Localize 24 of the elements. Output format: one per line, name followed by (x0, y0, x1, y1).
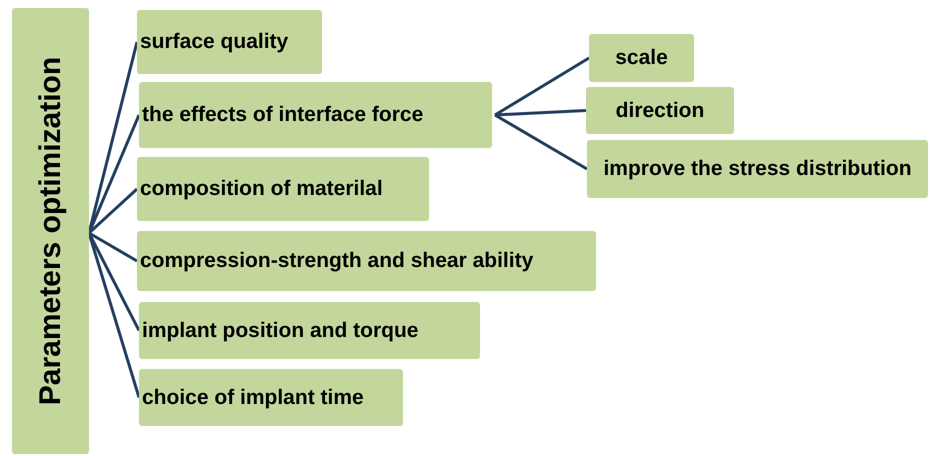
topic-box (137, 10, 322, 74)
topic-box (586, 87, 734, 134)
root-label: Parameters optimization (34, 56, 68, 408)
topic-label: implant position and torque (142, 318, 418, 344)
topic-box (137, 157, 429, 221)
topic-label: scale (615, 45, 668, 71)
connector-line (88, 188, 138, 234)
topic-box (139, 369, 403, 426)
topic-label: choice of implant time (142, 384, 364, 410)
topic-box (137, 231, 596, 291)
topic-box (589, 34, 694, 82)
topic-box (139, 302, 480, 359)
topic-label: composition of materilal (140, 176, 383, 202)
topic-label: direction (616, 98, 704, 124)
topic-label: the effects of interface force (142, 102, 424, 128)
connector-line (494, 56, 590, 116)
topic-box (139, 82, 492, 148)
topic-label: surface quality (140, 29, 288, 55)
connector-line (494, 114, 588, 170)
topic-box (587, 140, 928, 198)
connector-line (88, 232, 138, 262)
root-box (12, 8, 89, 454)
topic-label: improve the stress distribution (603, 156, 912, 182)
topic-label: compression-strength and shear ability (140, 248, 534, 274)
